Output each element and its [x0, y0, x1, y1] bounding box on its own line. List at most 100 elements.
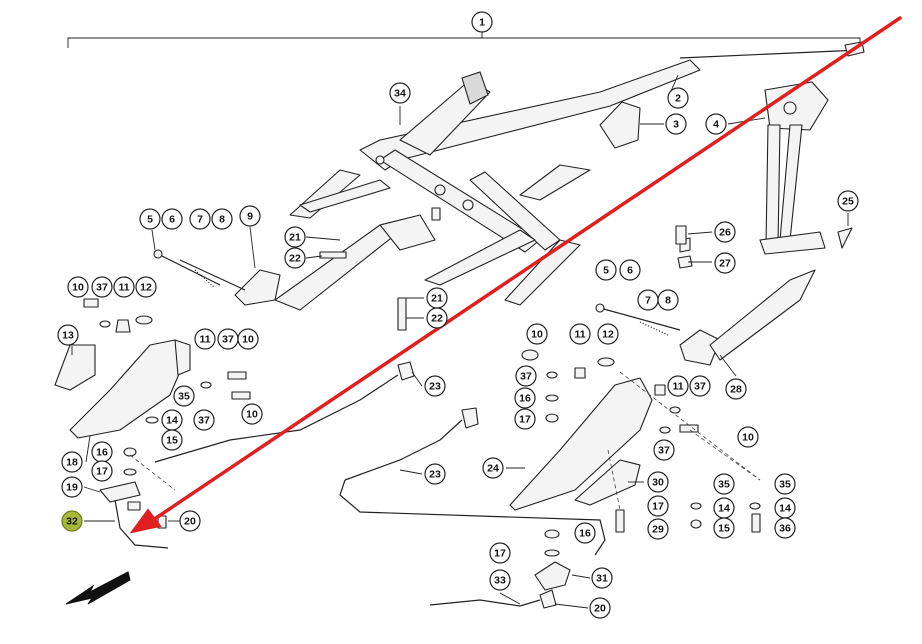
- callout-label: 17: [519, 414, 531, 426]
- callout-13: 13: [57, 324, 79, 346]
- callout-8: 8: [211, 208, 233, 230]
- callout-label: 7: [645, 295, 651, 307]
- callout-label: 29: [652, 524, 664, 536]
- callout-label: 20: [594, 603, 606, 615]
- callout-11: 11: [569, 323, 591, 345]
- callout-circle: [424, 463, 446, 485]
- callout-label: 10: [531, 329, 543, 341]
- callout-label: 34: [394, 88, 406, 100]
- callout-label: 8: [219, 214, 225, 226]
- callout-circle: [665, 113, 687, 135]
- callout-17: 17: [514, 408, 536, 430]
- callout-27: 27: [714, 252, 736, 274]
- callout-label: 37: [694, 381, 706, 393]
- callout-label: 26: [719, 227, 731, 239]
- callout-4: 4: [705, 113, 727, 135]
- callout-circle: [241, 403, 263, 425]
- callout-7: 7: [189, 208, 211, 230]
- callout-23: 23: [424, 375, 446, 397]
- callout-circle: [426, 307, 448, 329]
- callout-label: 19: [66, 482, 78, 494]
- callout-label: 5: [147, 214, 153, 226]
- callout-label: 13: [62, 330, 74, 342]
- callout-circle: [179, 510, 201, 532]
- callout-11: 11: [194, 328, 216, 350]
- callout-20: 20: [589, 597, 611, 619]
- part-25-pin: [837, 227, 853, 249]
- right-lever-assembly: [534, 561, 571, 609]
- callout-label: 25: [842, 196, 854, 208]
- callout-circle: [239, 205, 261, 227]
- callout-37: 37: [653, 439, 675, 461]
- callout-circle: [526, 323, 548, 345]
- callout-label: 1: [479, 17, 485, 29]
- callout-21: 21: [426, 287, 448, 309]
- red-pointer-arrow: [129, 16, 902, 534]
- callout-14: 14: [713, 497, 735, 519]
- callout-label: 5: [603, 265, 609, 277]
- callout-22: 22: [426, 307, 448, 329]
- callout-label: 10: [742, 432, 754, 444]
- callout-label: 7: [197, 214, 203, 226]
- cables: [154, 361, 606, 607]
- callout-7: 7: [637, 289, 659, 311]
- callout-label: 6: [169, 214, 175, 226]
- callout-label: 14: [779, 503, 791, 515]
- callout-14: 14: [161, 409, 183, 431]
- callout-circle: [574, 522, 596, 544]
- callout-circle: [57, 324, 79, 346]
- callout-18: 18: [61, 451, 83, 473]
- callout-label: 37: [658, 445, 670, 457]
- callout-circle: [91, 460, 113, 482]
- callout-20: 20: [179, 510, 201, 532]
- callout-circle: [647, 518, 669, 540]
- callout-circle: [61, 476, 83, 498]
- left-mount-assembly: [153, 214, 436, 311]
- callout-label: 23: [429, 381, 441, 393]
- callout-label: 37: [520, 371, 532, 383]
- assembly-bracket: [67, 30, 861, 48]
- callout-label: 36: [779, 523, 791, 535]
- callout-label: 14: [718, 503, 730, 515]
- callout-circle: [471, 11, 493, 33]
- callout-label: 30: [652, 477, 664, 489]
- callout-label: 35: [178, 391, 190, 403]
- callout-circle: [705, 113, 727, 135]
- callout-label: 17: [494, 548, 506, 560]
- callout-circle: [489, 542, 511, 564]
- callout-16: 16: [91, 441, 113, 463]
- callout-label: 21: [431, 293, 443, 305]
- callout-circle: [653, 439, 675, 461]
- callout-26: 26: [714, 221, 736, 243]
- callout-35: 35: [173, 385, 195, 407]
- callout-label: 15: [718, 523, 730, 535]
- callout-37: 37: [217, 328, 239, 350]
- callout-circle: [713, 473, 735, 495]
- callout-14: 14: [774, 497, 796, 519]
- callout-10: 10: [237, 328, 259, 350]
- callout-label: 22: [431, 313, 443, 325]
- left-divider-body: [54, 339, 191, 439]
- callout-label: 12: [140, 282, 152, 294]
- callout-30: 30: [647, 471, 669, 493]
- callout-23: 23: [424, 463, 446, 485]
- callout-circle: [619, 259, 641, 281]
- callout-circle: [514, 387, 536, 409]
- callout-label: 23: [429, 469, 441, 481]
- alignment-lines: [129, 371, 761, 511]
- callout-circle: [61, 510, 83, 532]
- callout-10: 10: [67, 276, 89, 298]
- callout-circle: [173, 385, 195, 407]
- callout-circle: [657, 289, 679, 311]
- callout-36: 36: [774, 517, 796, 539]
- callout-label: 11: [574, 329, 585, 341]
- callout-label: 4: [713, 119, 719, 131]
- callout-label: 33: [494, 575, 506, 587]
- callout-circle: [514, 408, 536, 430]
- callout-8: 8: [657, 289, 679, 311]
- callout-2: 2: [667, 87, 689, 109]
- callout-label: 16: [96, 447, 108, 459]
- callout-circle: [113, 276, 135, 298]
- callout-5: 5: [139, 208, 161, 230]
